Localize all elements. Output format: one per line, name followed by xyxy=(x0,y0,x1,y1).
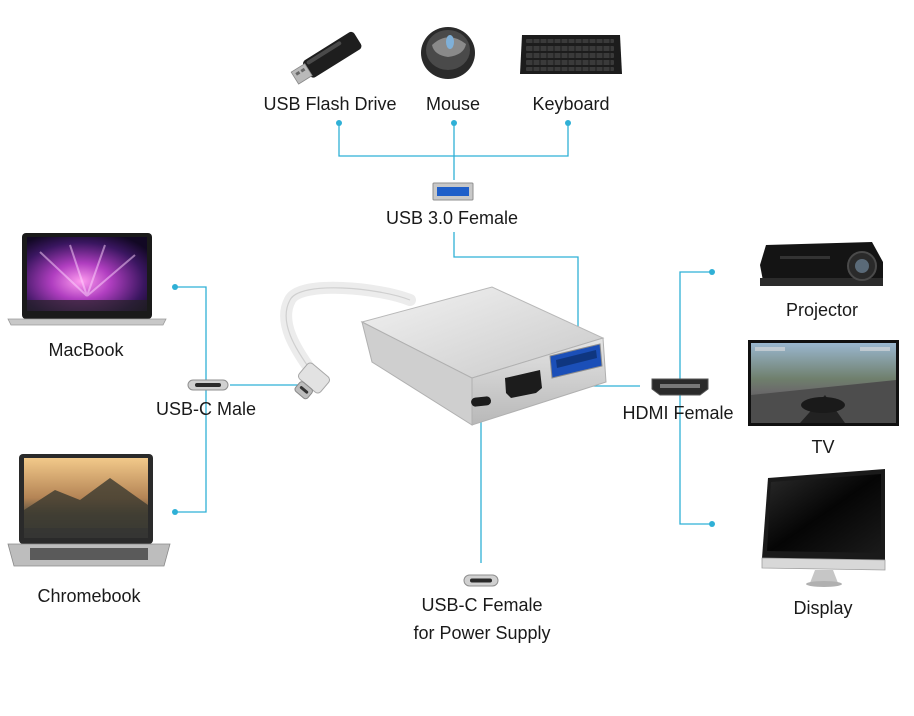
usb-c-port-icon xyxy=(464,575,498,586)
usb-c-hub-icon xyxy=(286,287,606,425)
usb30-female-label: USB 3.0 Female xyxy=(386,208,518,228)
hdmi-female-label: HDMI Female xyxy=(622,403,733,423)
display-label: Display xyxy=(793,598,852,618)
usbc-male-label: USB-C Male xyxy=(156,399,256,419)
usb-c-port-icon xyxy=(188,380,228,390)
usb-flash-drive-icon xyxy=(290,30,363,86)
keyboard-label: Keyboard xyxy=(532,94,609,114)
monitor-icon xyxy=(762,469,885,587)
projector-label: Projector xyxy=(786,300,858,320)
chromebook-label: Chromebook xyxy=(37,586,141,606)
macbook-icon xyxy=(8,233,166,325)
tv-icon xyxy=(748,340,899,426)
usb-a-port-icon xyxy=(433,183,473,200)
mouse-label: Mouse xyxy=(426,94,480,114)
usb-flash-drive-label: USB Flash Drive xyxy=(263,94,396,114)
usbc-female-label: USB-C Female xyxy=(421,595,542,615)
tv-label: TV xyxy=(811,437,834,457)
usbc-female-sublabel: for Power Supply xyxy=(413,623,550,643)
chromebook-icon xyxy=(8,454,170,566)
mouse-icon xyxy=(421,27,475,79)
hdmi-port-icon xyxy=(652,379,708,395)
macbook-label: MacBook xyxy=(48,340,124,360)
projector-icon xyxy=(760,242,883,286)
keyboard-icon xyxy=(520,35,622,74)
